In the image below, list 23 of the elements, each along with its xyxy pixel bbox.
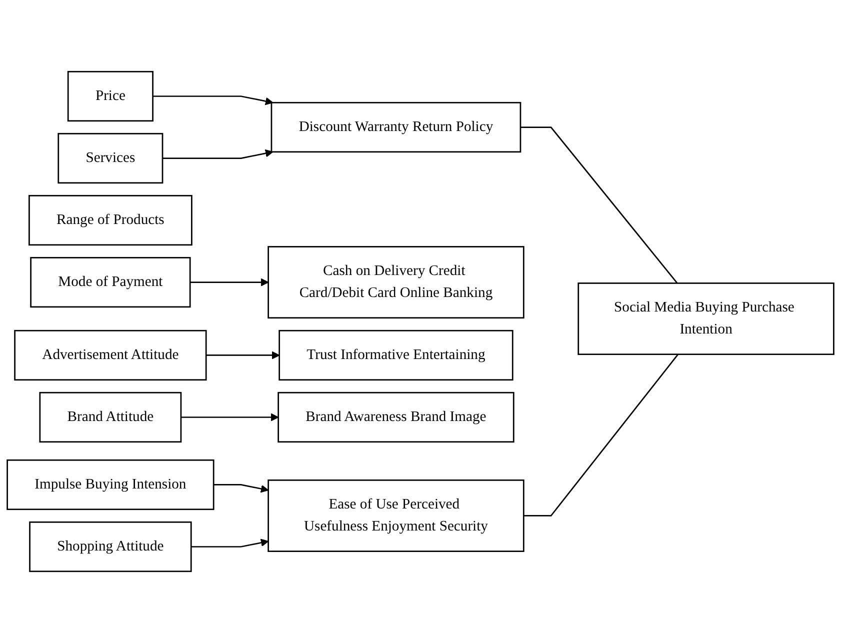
node-box: Brand Attitude — [39, 392, 182, 443]
connector — [524, 354, 679, 516]
node-box: Social Media Buying Purchase Intention — [578, 282, 834, 356]
connector — [520, 126, 678, 284]
arrow — [191, 538, 269, 548]
node-box: Shopping Attitude — [29, 521, 192, 572]
node-box: Ease of Use Perceived Usefulness Enjoyment Security — [268, 480, 524, 552]
node-box: Discount Warranty Return Policy — [270, 102, 522, 153]
node-box: Cash on Delivery Credit Card/Debit Card Online Banking — [268, 246, 524, 319]
arrow — [162, 149, 274, 159]
node-box: Services — [58, 132, 164, 184]
arrow — [190, 278, 269, 286]
node-box: Trust Informative Entertaining — [278, 330, 514, 381]
node-box: Price — [67, 70, 154, 122]
node-box: Mode of Payment — [30, 256, 191, 308]
node-box: Range of Products — [28, 194, 192, 246]
arrow — [206, 351, 280, 360]
node-box: Impulse Buying Intension — [6, 459, 214, 510]
node-box: Brand Awareness Brand Image — [278, 392, 514, 443]
arrow — [152, 96, 274, 106]
arrow — [214, 484, 269, 493]
node-box: Advertisement Attitude — [14, 330, 207, 381]
arrow — [180, 413, 279, 422]
